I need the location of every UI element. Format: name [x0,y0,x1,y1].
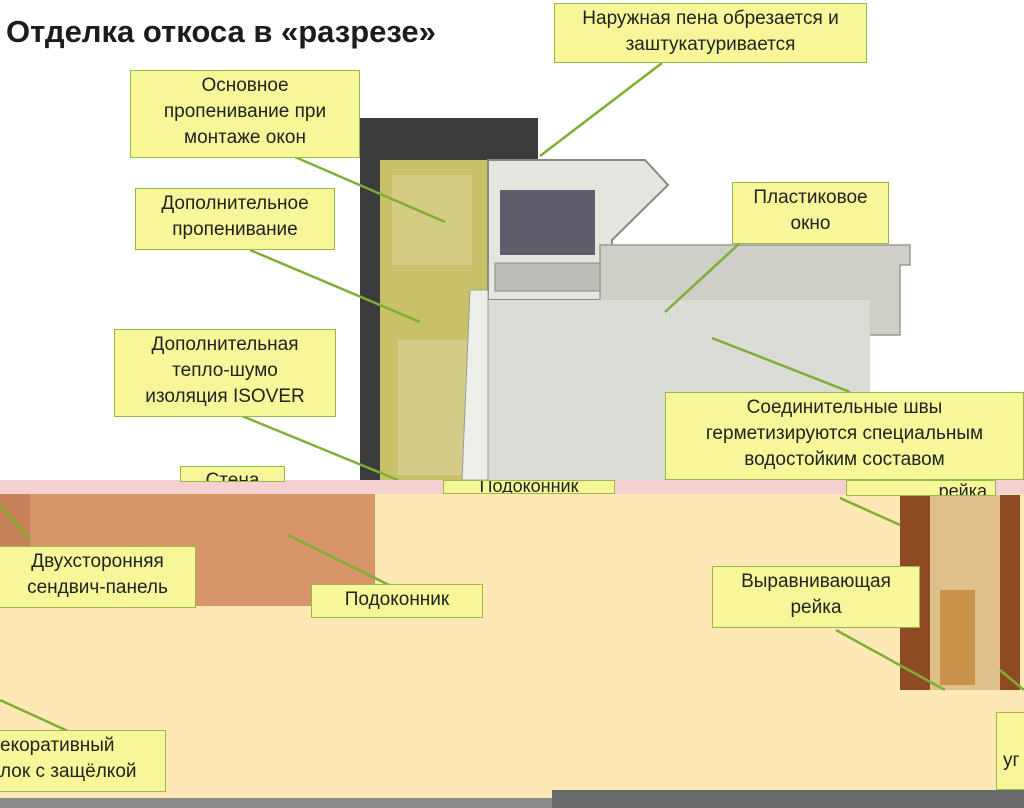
callout-plastic-window: Пластиковое окно [732,182,889,244]
callout-line: окно [790,213,831,234]
callout-line: монтаже окон [184,127,306,148]
profile-chamber [500,190,595,255]
callout-outer-foam: Наружная пена обрезается и заштукатурива… [554,3,867,63]
callout-line: водостойким составом [744,449,945,470]
callout-line: Подоконник [344,589,450,610]
callout-line: заштукатуривается [625,34,796,55]
leader-lines-bottom [0,496,1024,734]
callout-line: тепло-шумо [172,360,278,381]
callout-line: сендвич-панель [27,577,168,598]
callout-line: герметизируются специальным [705,423,984,444]
callout-line: Стена [205,470,260,482]
callout-joints: Соединительные швы герметизируются специ… [665,392,1024,480]
callout-line: рейка [938,481,987,496]
callout-wall-fragment: Стена [180,466,285,482]
callout-line: Соединительные швы [746,397,943,418]
leader-lines-top [241,62,851,482]
bottom-edge-bar [0,798,1024,808]
callout-extra-foam: Дополнительное пропенивание [135,188,335,250]
page-title: Отделка откоса в «разрезе» [6,14,436,49]
profile-lower-chamber [494,262,601,292]
callout-line: Двухсторонняя [31,551,164,572]
callout-line: пропенивание при [163,101,327,122]
callout-sill-fragment: Подоконник [443,480,615,494]
callout-sill-bottom: Подоконник [311,584,483,618]
callout-sandwich-panel: Двухсторонняя сендвич-панель [0,546,196,608]
callout-line: Пластиковое [753,187,868,208]
callout-isolation: Дополнительная тепло-шумо изоляция ISOVE… [114,329,336,417]
callout-rail-fragment: рейка [846,480,996,496]
callout-main-foam: Основное пропенивание при монтаже окон [130,70,360,158]
callout-line: уг [1003,750,1020,771]
callout-line: Выравнивающая [741,571,891,592]
callout-line: рейка [790,597,842,618]
callout-line: екоративный [0,735,115,756]
callout-line: лок с защёлкой [0,761,137,782]
callout-leveling-rail: Выравнивающая рейка [712,566,920,628]
callout-line: Дополнительное [161,193,309,214]
callout-corner-fragment: уг [996,712,1024,790]
callout-line: пропенивание [172,219,298,240]
isover-insulation [398,340,468,475]
callout-decor-profile: екоративный лок с защёлкой [0,730,166,792]
callout-line: Подоконник [479,480,579,494]
callout-line: Дополнительная [151,334,299,355]
callout-line: изоляция ISOVER [145,386,305,407]
callout-line: Наружная пена обрезается и [582,8,839,29]
callout-line: Основное [201,75,289,96]
bottom-right-bar [552,790,1024,808]
leveling-rail-wood [940,590,975,685]
foam-highlight [392,175,472,265]
